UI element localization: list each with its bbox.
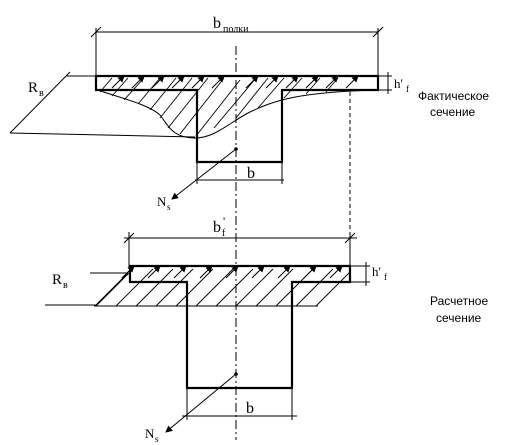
- design-t-outline: [128, 264, 352, 390]
- r-top-indicator: R в: [9, 71, 196, 138]
- ns-bot-label: N: [145, 426, 155, 441]
- ns-bot-indicator: N s: [145, 372, 238, 444]
- hf-top-label: h': [394, 76, 403, 91]
- actual-caption-line1: Фактическое: [418, 89, 489, 103]
- hf-bot-label: h': [372, 264, 381, 279]
- hf-top-subscript: f: [406, 84, 409, 94]
- b-shelf-dimension: b полки: [90, 15, 384, 80]
- design-caption-line2: сечение: [436, 311, 482, 325]
- hf-top-dimension: h' f: [378, 72, 409, 94]
- actual-stress-arrows: [111, 75, 359, 89]
- b-top-label: b: [247, 165, 255, 182]
- actual-stress-hatching: [97, 77, 379, 139]
- r-top-subscript: в: [39, 88, 44, 99]
- b-bot-label: b: [246, 400, 254, 417]
- hf-bot-dimension: h' f: [350, 262, 387, 286]
- design-section: b f ': [45, 214, 488, 444]
- r-bot-indicator: R в: [45, 272, 129, 306]
- actual-caption-line2: сечение: [430, 105, 476, 119]
- bf-label: b: [213, 219, 221, 236]
- ns-top-subscript: s: [167, 202, 171, 212]
- hf-bot-subscript: f: [384, 272, 387, 282]
- b-shelf-label: b: [213, 15, 221, 32]
- r-bot-subscript: в: [63, 280, 68, 291]
- design-stress-arrows: [121, 265, 343, 279]
- b-shelf-subscript: полки: [223, 24, 249, 35]
- b-top-dimension: b: [195, 162, 284, 184]
- design-caption-line1: Расчетное: [430, 294, 488, 308]
- design-stress-hatching: [95, 268, 351, 307]
- r-top-label: R: [28, 80, 38, 96]
- bf-prime: ': [223, 214, 225, 228]
- bf-subscript: f: [222, 228, 226, 239]
- actual-section: b полки: [9, 15, 489, 212]
- r-bot-label: R: [52, 272, 62, 288]
- bf-dimension: b f ': [123, 214, 357, 268]
- ns-top-label: N: [157, 194, 167, 209]
- ns-bot-subscript: s: [155, 434, 159, 444]
